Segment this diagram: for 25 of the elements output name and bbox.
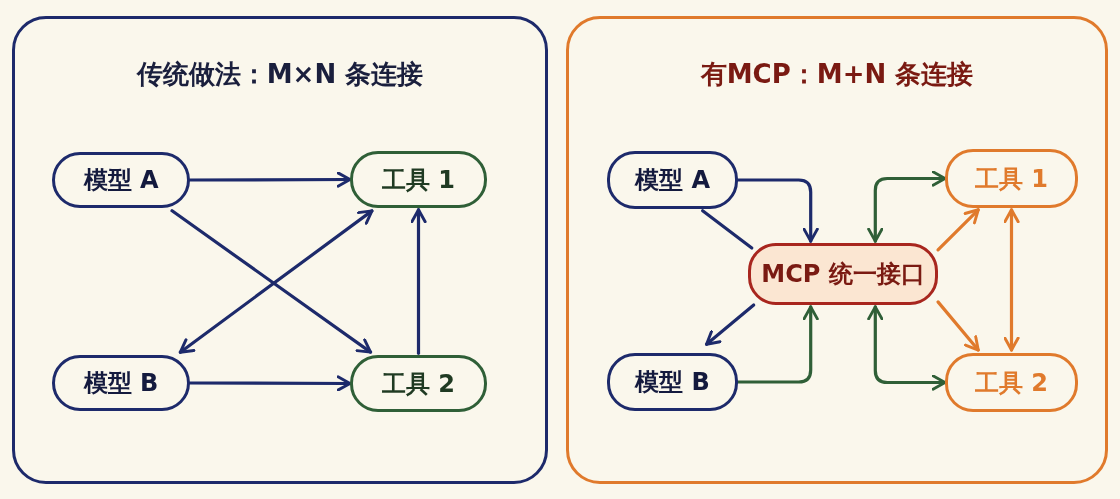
panel-heading: 有MCP：M+N 条连接 bbox=[699, 58, 975, 91]
tool-box: 工具 1 bbox=[350, 151, 487, 208]
arrow bbox=[188, 375, 352, 392]
arrow bbox=[867, 305, 947, 391]
arrow bbox=[936, 300, 980, 352]
interface-box: MCP 统一接口 bbox=[748, 243, 938, 305]
arrow bbox=[410, 208, 427, 355]
model-box: 模型 B bbox=[607, 353, 738, 411]
arrow bbox=[1003, 208, 1020, 352]
panel-heading: 传统做法：M×N 条连接 bbox=[135, 58, 425, 91]
arrow bbox=[188, 171, 352, 188]
tool-box: 工具 1 bbox=[945, 149, 1078, 208]
arrow bbox=[736, 178, 819, 243]
arrow bbox=[867, 170, 947, 243]
tool-box: 工具 2 bbox=[945, 353, 1078, 412]
panel bbox=[566, 16, 1108, 484]
model-box: 模型 B bbox=[52, 355, 190, 411]
panel bbox=[12, 16, 548, 484]
model-box: 模型 A bbox=[607, 151, 738, 209]
tool-box: 工具 2 bbox=[350, 355, 487, 412]
arrow bbox=[704, 303, 756, 346]
connector-line bbox=[701, 209, 754, 250]
arrow bbox=[936, 208, 980, 252]
model-box: 模型 A bbox=[52, 152, 190, 208]
arrow bbox=[736, 305, 819, 384]
